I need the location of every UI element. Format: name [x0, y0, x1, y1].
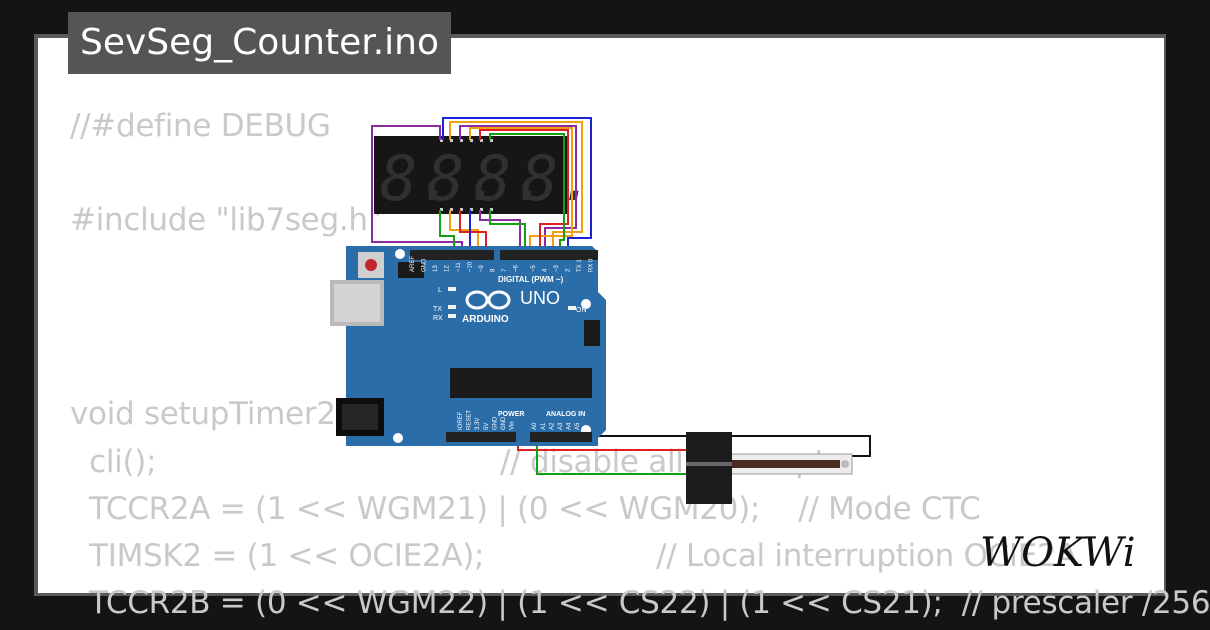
slider-knob[interactable] [686, 432, 732, 504]
power-analog-pin-label: A5 [575, 422, 581, 430]
led-l-label: L [438, 287, 442, 294]
wokwi-logo-text: WOKWi [980, 530, 1136, 576]
power-analog-pin-label: A3 [558, 422, 564, 430]
slide-potentiometer[interactable] [686, 432, 853, 504]
display-digit: 8. [380, 142, 455, 215]
power-analog-pin-label: GND [501, 416, 507, 430]
power-analog-pin-label: GND [492, 416, 498, 430]
digital-pin-label: ~10 [468, 261, 474, 272]
arduino-logo-icon [465, 290, 511, 310]
digital-pin-label: ~9 [479, 264, 485, 272]
power-analog-pin-label: IOREF [458, 411, 464, 430]
digital-pin-label: ~6 [514, 264, 520, 272]
atmega-chip [450, 368, 592, 398]
wokwi-logo: WOKWi [978, 526, 1150, 581]
arduino-uno-board[interactable]: L TX RX ON DIGITAL (PWM ~) POWER ANALOG … [330, 246, 606, 446]
digital-pin-label: ~5 [531, 264, 537, 272]
power-analog-pin-label: A1 [541, 422, 547, 430]
power-analog-pin-label: 5V [484, 423, 490, 430]
power-analog-pin-label: 3.3V [475, 418, 481, 430]
project-title[interactable]: SevSeg_Counter.ino [68, 12, 451, 74]
digital-pin-label: RX 0 [589, 258, 595, 272]
digital-pin-label: AREF [410, 256, 416, 272]
power-analog-pin-label: A2 [549, 422, 555, 430]
led-on-label: ON [576, 307, 587, 314]
power-analog-pin-label: Vin [510, 421, 516, 430]
display-digit: 8. [474, 142, 549, 215]
code-line: //#define DEBUG [70, 108, 331, 144]
led-rx-label: RX [433, 315, 443, 322]
digital-pin-label: ~11 [456, 262, 462, 272]
digital-header-label: DIGITAL (PWM ~) [498, 275, 564, 284]
digital-pin-label: ~3 [554, 264, 560, 272]
digital-pin-label: 13 [433, 265, 439, 272]
code-line: TIMSK2 = (1 << OCIE2A); // Local interru… [70, 538, 1078, 574]
power-analog-pin-label: A4 [567, 422, 573, 430]
digital-pin-label: 4 [543, 268, 549, 272]
code-line: #include "lib7seg.h" [70, 202, 382, 238]
digital-pin-label: TX 1 [577, 259, 583, 272]
board-model: UNO [520, 288, 560, 308]
wires [371, 117, 871, 475]
power-analog-pin-label: RESET [467, 410, 473, 430]
seven-segment-display[interactable]: 8.8.8.8. [374, 136, 596, 215]
analog-header-label: ANALOG IN [546, 411, 585, 418]
display-digit: 8. [521, 142, 596, 215]
code-line: TCCR2B = (0 << WGM22) | (1 << CS22) | (1… [70, 585, 1210, 621]
power-header-label: POWER [498, 411, 524, 418]
display-digit: 8. [427, 142, 502, 215]
digital-pin-label: GND [422, 258, 428, 272]
digital-pin-label: 8 [491, 268, 497, 272]
digital-pin-label: 2 [566, 268, 572, 272]
digital-pin-label: 7 [502, 268, 508, 272]
board-brand: ARDUINO [462, 314, 509, 325]
digital-pin-label: 12 [445, 265, 451, 272]
led-tx-label: TX [433, 306, 442, 313]
code-line: TCCR2A = (1 << WGM21) | (0 << WGM20); //… [70, 491, 981, 527]
power-analog-pin-label: A0 [532, 422, 538, 430]
